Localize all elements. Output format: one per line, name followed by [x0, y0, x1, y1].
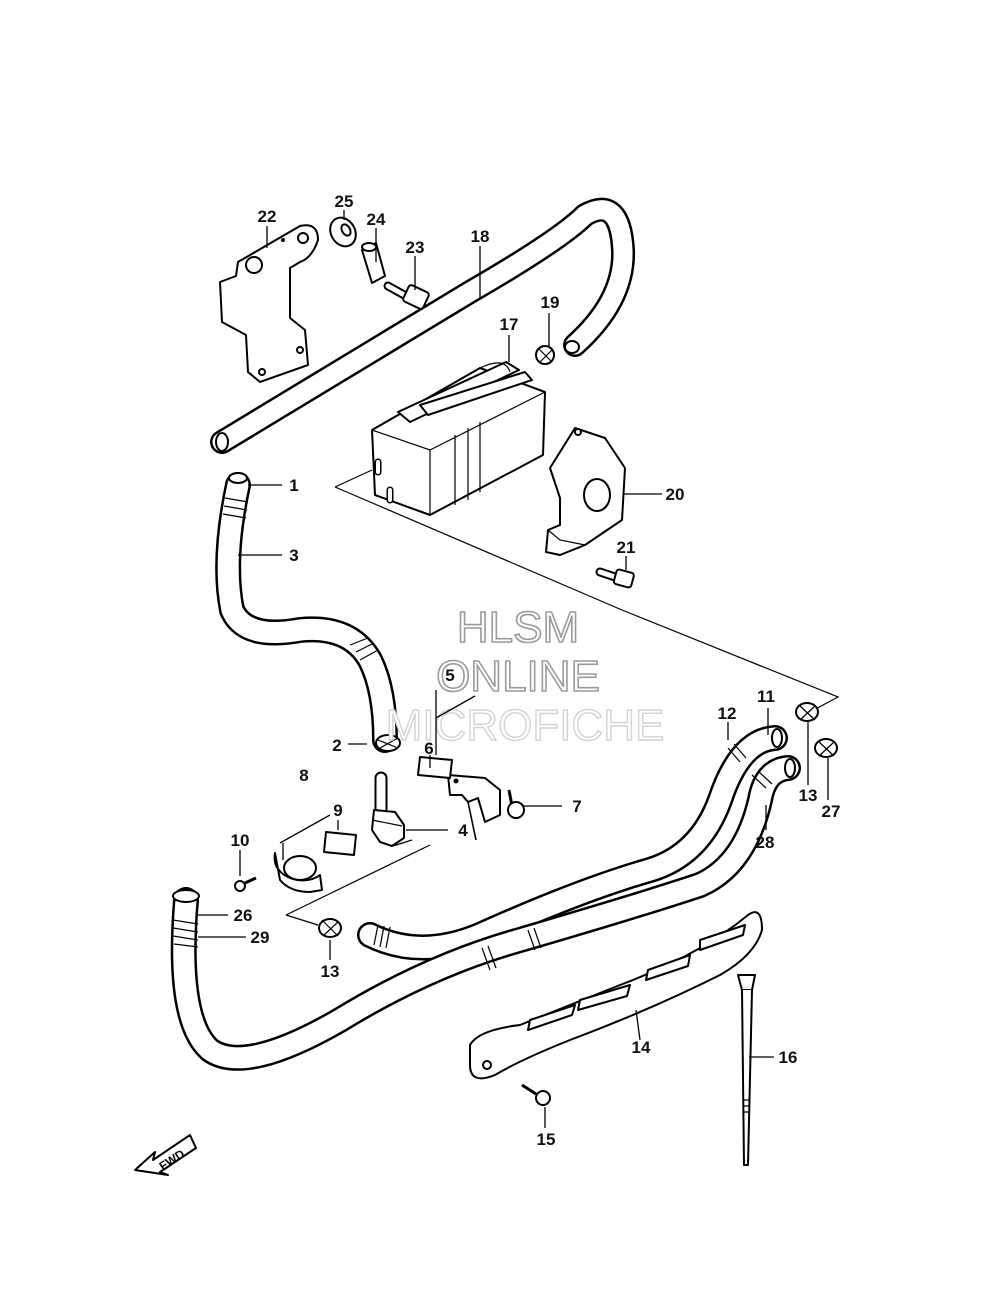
callout-16: 16: [779, 1048, 798, 1067]
callout-12: 12: [718, 704, 737, 723]
hose-18: [210, 197, 636, 454]
callout-26: 26: [234, 906, 253, 925]
callout-29: 29: [251, 928, 270, 947]
callout-11: 11: [757, 687, 775, 706]
callout-21: 21: [617, 538, 636, 557]
bolt-23: [383, 281, 430, 310]
callout-24: 24: [367, 210, 386, 229]
callout-15: 15: [537, 1130, 556, 1149]
plate-14: [469, 911, 763, 1080]
callout-8: 8: [299, 766, 308, 785]
callout-18: 18: [471, 227, 490, 246]
screw-7: [507, 789, 525, 819]
clamp-8: [273, 852, 323, 893]
callout-17: 17: [500, 315, 519, 334]
bracket-20: [545, 427, 626, 556]
watermark-line1: HLSM: [457, 603, 579, 652]
bracket-22: [219, 224, 319, 383]
watermark-line2: ONLINE: [436, 652, 600, 701]
callout-2: 2: [332, 736, 341, 755]
clamp-13-upper: [795, 702, 819, 722]
clamp-13-lower: [318, 918, 342, 938]
callout-7: 7: [572, 797, 581, 816]
callout-25: 25: [335, 192, 354, 211]
pad-9: [323, 831, 357, 856]
callout-5: 5: [445, 666, 454, 685]
pad-6: [417, 756, 453, 779]
bracket-5: [447, 774, 501, 841]
watermark-line3: MICROFICHE: [386, 701, 665, 750]
callout-27: 27: [822, 802, 841, 821]
callout-23: 23: [406, 238, 425, 257]
callout-28: 28: [756, 833, 775, 852]
bolt-21: [595, 567, 635, 589]
fwd-arrow-icon: FWD: [134, 1134, 197, 1176]
cable-tie-16: [737, 974, 756, 1166]
callout-4: 4: [458, 821, 468, 840]
collar-24: [361, 242, 386, 284]
callouts: 1 2 3 4 5 6 7 8 9 10 11 12 13 13 14 15 1…: [231, 192, 841, 1149]
callout-1: 1: [289, 476, 298, 495]
callout-10: 10: [231, 831, 250, 850]
callout-20: 20: [666, 485, 685, 504]
hose-3: [215, 472, 398, 753]
callout-14: 14: [632, 1038, 651, 1057]
callout-19: 19: [541, 293, 560, 312]
screw-15: [521, 1083, 551, 1106]
callout-6: 6: [424, 739, 433, 758]
clamp-27: [814, 738, 838, 758]
hose-26-28-29: [170, 755, 801, 1071]
clamp-19: [535, 345, 555, 365]
callout-3: 3: [289, 546, 298, 565]
callout-9: 9: [333, 801, 342, 820]
clamp-2: [375, 734, 401, 752]
callout-22: 22: [258, 207, 277, 226]
screw-10: [234, 876, 257, 892]
watermark: HLSM ONLINE MICROFICHE: [385, 602, 665, 751]
callout-13-lower: 13: [321, 962, 340, 981]
canister-17: [371, 361, 546, 516]
washer-25: [329, 216, 357, 248]
hose-11-12: [357, 725, 788, 961]
leader-lines: [198, 210, 829, 1128]
callout-13-upper: 13: [799, 786, 818, 805]
valve-4: [371, 771, 413, 847]
